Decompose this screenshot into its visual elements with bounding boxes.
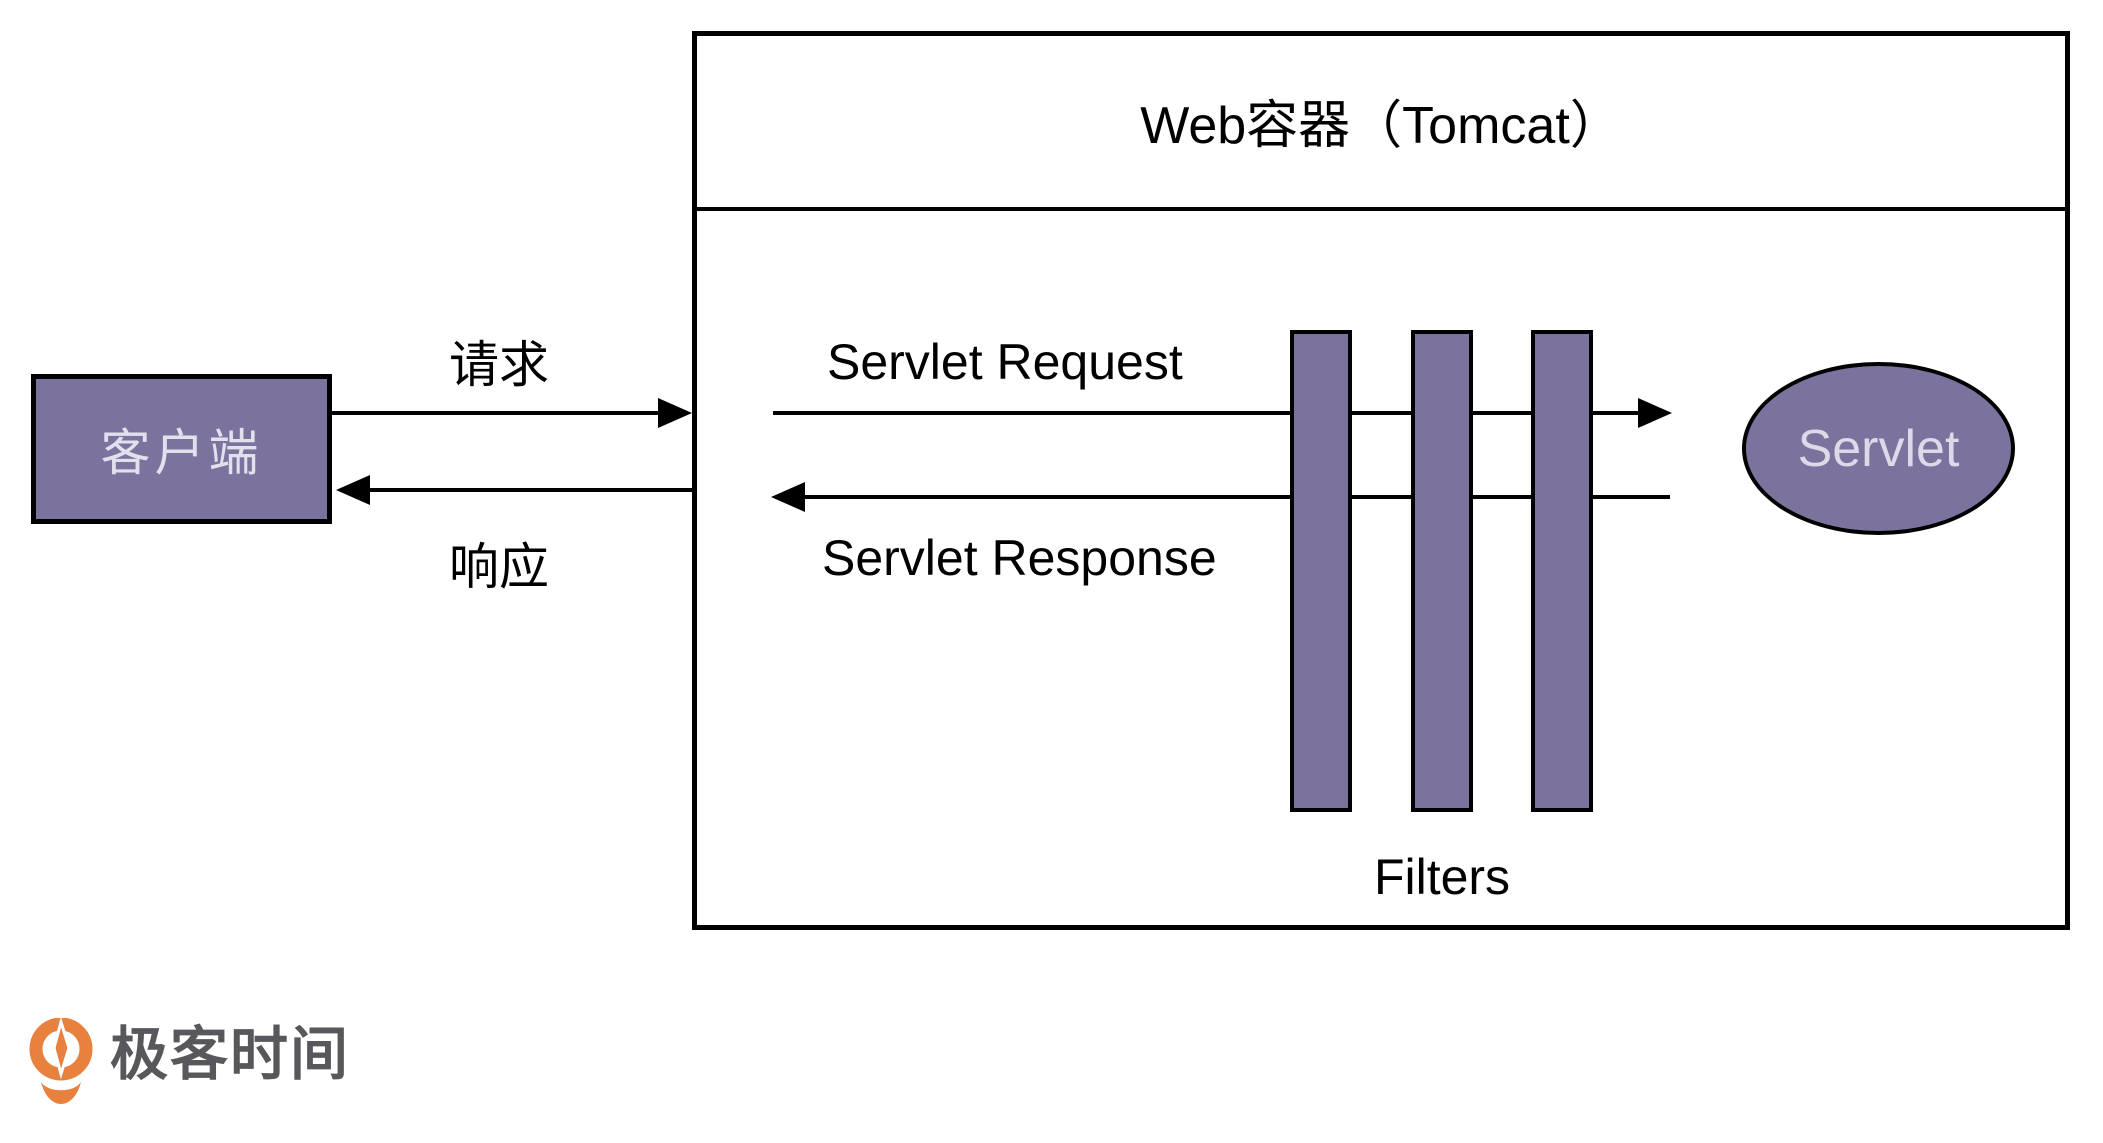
servlet-response-arrowhead-icon [771, 482, 805, 512]
geektime-logo-text: 极客时间 [110, 1022, 351, 1087]
client-box-label: 客户端 [100, 425, 263, 481]
servlet-response-arrow-line [800, 495, 1670, 499]
filters-label: Filters [1373, 849, 1511, 905]
filter-bar [1531, 330, 1593, 812]
response-arrow-line [368, 488, 692, 492]
servlet-label: Servlet [1797, 419, 1960, 478]
web-container-title: Web容器（Tomcat） [1140, 96, 1622, 155]
request-arrowhead-icon [658, 398, 692, 428]
filter-bar [1290, 330, 1352, 812]
servlet-request-label: Servlet Request [827, 334, 1183, 390]
geektime-logo: 极客时间 [28, 1018, 350, 1106]
geektime-logo-icon [29, 1018, 93, 1104]
response-label: 响应 [449, 539, 549, 595]
filter-bar [1411, 330, 1473, 812]
servlet-ellipse: Servlet [1742, 362, 2015, 535]
client-box: 客户端 [31, 374, 332, 524]
web-container-header-divider [692, 207, 2070, 211]
servlet-request-arrow-line [773, 411, 1640, 415]
servlet-request-arrowhead-icon [1638, 398, 1672, 428]
response-arrowhead-icon [336, 475, 370, 505]
request-arrow-line [332, 411, 662, 415]
request-label: 请求 [449, 337, 549, 393]
servlet-response-label: Servlet Response [822, 530, 1217, 586]
